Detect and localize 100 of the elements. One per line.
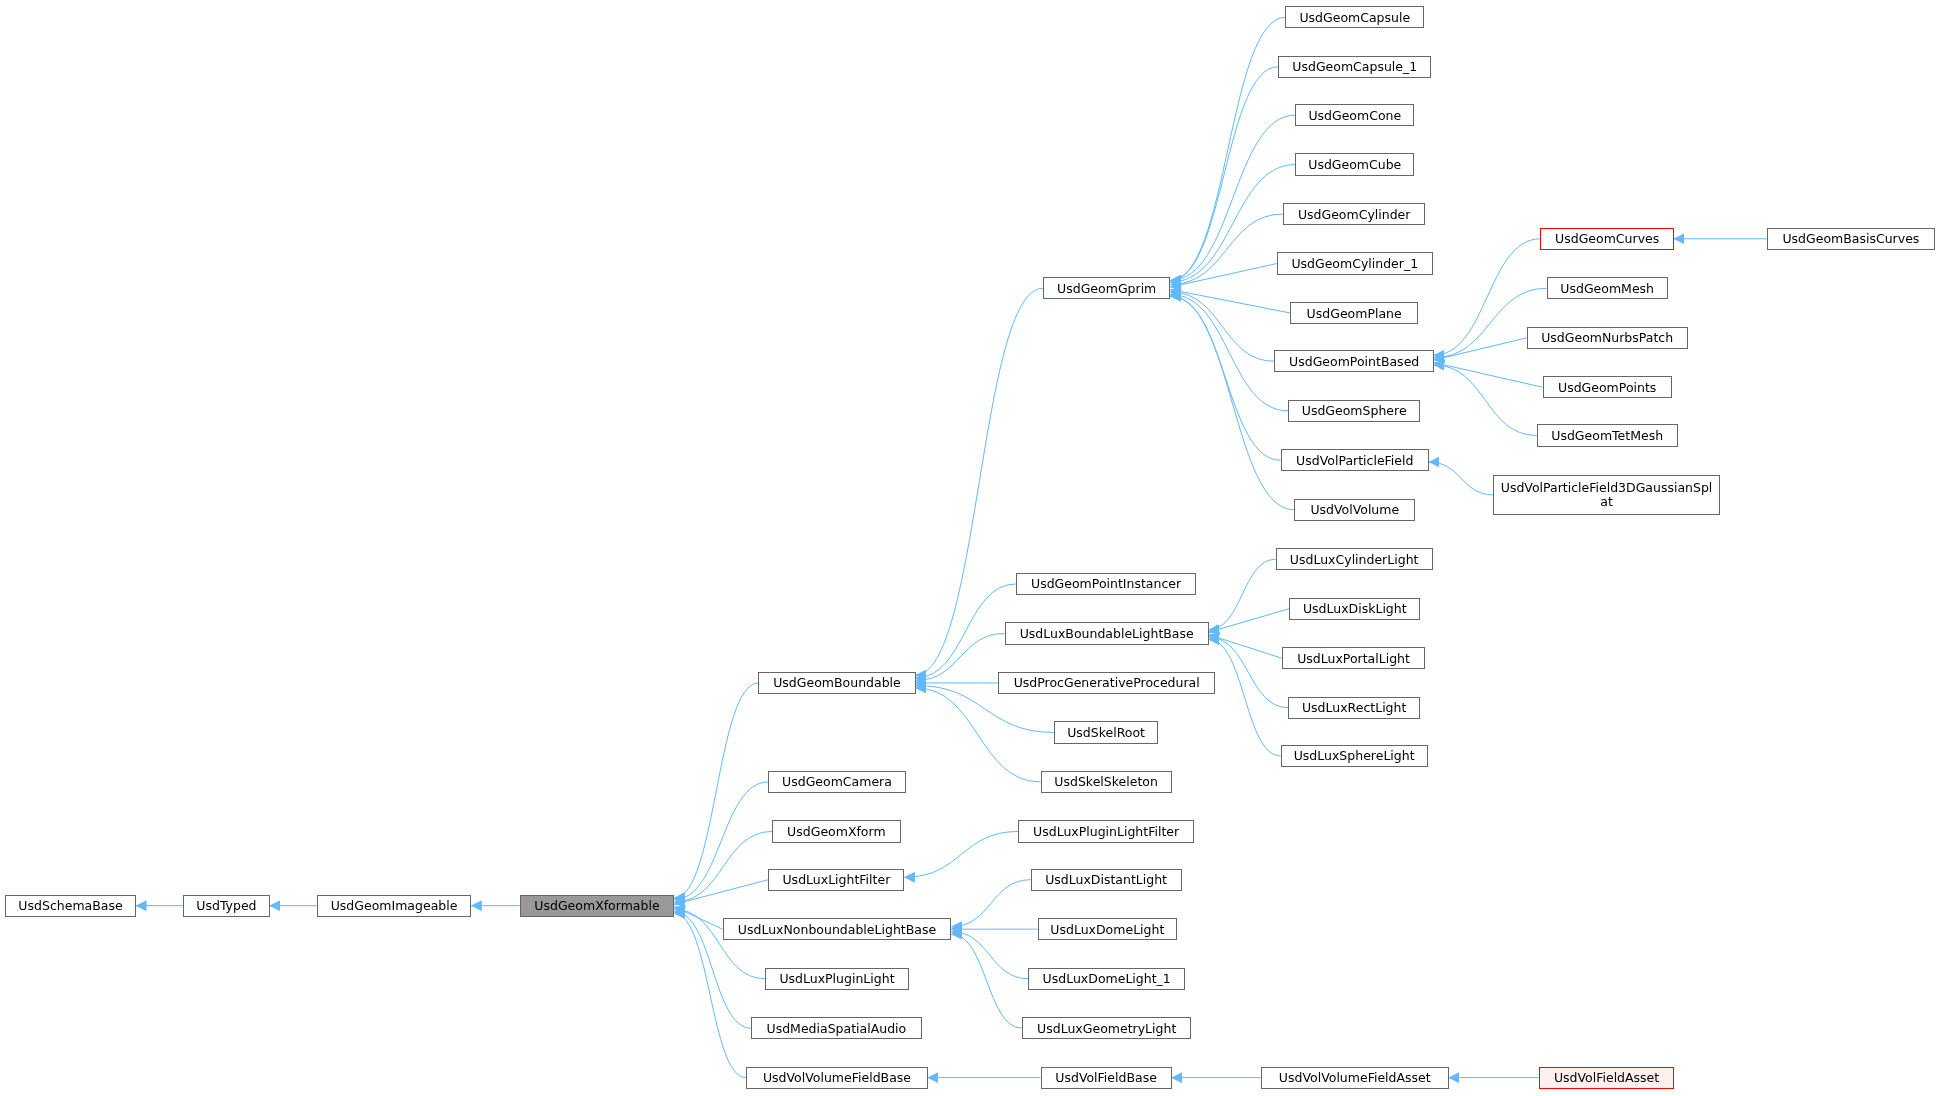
class-box <box>751 1017 922 1040</box>
class-box <box>1038 918 1177 941</box>
class-name: UsdGeomCone <box>1308 107 1402 123</box>
class-box <box>1281 647 1426 670</box>
class-box <box>1290 301 1418 325</box>
class-box <box>1015 572 1197 596</box>
class-box <box>1526 326 1688 349</box>
class-box <box>1536 424 1678 447</box>
class-box <box>1028 967 1186 990</box>
inheritance-arrow <box>269 900 318 912</box>
class-box <box>1021 1017 1192 1040</box>
class-name: UsdLuxPortalLight <box>1297 650 1410 666</box>
class-name: UsdMediaSpatialAudio <box>766 1020 907 1036</box>
inheritance-arrow <box>950 931 1023 1029</box>
inheritance-arrow <box>1428 457 1494 496</box>
class-name: UsdLuxBoundableLightBase <box>1019 625 1194 641</box>
inheritance-arrow <box>950 927 1029 980</box>
class-box <box>1276 252 1433 275</box>
class-name: UsdGeomCapsule_1 <box>1292 59 1418 75</box>
class-box <box>758 671 916 695</box>
class-name: UsdGeomPointBased <box>1289 353 1420 369</box>
inheritance-arrow <box>673 906 724 930</box>
class-box <box>1287 696 1421 719</box>
class-box <box>1289 597 1421 620</box>
class-box <box>1260 1066 1449 1089</box>
class-box <box>1040 1066 1172 1089</box>
class-box <box>768 770 906 794</box>
class-name: UsdGeomBoundable <box>773 675 901 691</box>
class-box <box>1278 55 1432 78</box>
inheritance-arrow <box>915 632 1006 685</box>
inheritance-arrow <box>915 683 1041 783</box>
class-box <box>316 894 472 917</box>
inheritance-arrow <box>1433 359 1544 388</box>
class-name: UsdLuxSphereLight <box>1293 748 1415 764</box>
class-name: UsdLuxPluginLightFilter <box>1033 823 1180 839</box>
class-name: UsdLuxDomeLight <box>1050 921 1165 937</box>
class-name: UsdGeomCylinder <box>1297 206 1411 222</box>
class-box <box>1054 721 1159 744</box>
class-name: UsdGeomTetMesh <box>1551 428 1664 443</box>
inheritance-arrow <box>673 781 769 903</box>
class-box <box>998 671 1215 695</box>
class-name: UsdGeomXformable <box>534 898 660 914</box>
class-name: UsdVolParticleField3DGaussianSplat <box>1499 480 1714 510</box>
class-name: UsdProcGenerativeProcedural <box>1013 675 1200 691</box>
class-name: UsdSkelSkeleton <box>1054 774 1158 790</box>
class-name: UsdLuxDiskLight <box>1302 601 1407 617</box>
class-box <box>768 868 905 891</box>
inheritance-arrow <box>1208 608 1290 635</box>
class-name: UsdGeomXform <box>787 823 886 839</box>
class-name: UsdVolFieldAsset <box>1553 1070 1660 1086</box>
class-box <box>1280 449 1429 472</box>
class-name: UsdGeomCurves <box>1555 231 1660 247</box>
class-name: UsdGeomPlane <box>1306 305 1402 321</box>
class-name: UsdGeomCylinder_1 <box>1291 256 1419 271</box>
class-box <box>1030 868 1182 891</box>
class-name: UsdLuxGeometryLight <box>1037 1020 1177 1036</box>
inheritance-arrow <box>673 909 752 1029</box>
inheritance-arrow <box>1433 238 1541 359</box>
class-box <box>1493 475 1720 515</box>
class-box <box>1294 498 1416 521</box>
class-box <box>519 894 675 917</box>
class-name: UsdVolVolumeFieldAsset <box>1278 1070 1431 1086</box>
class-name: UsdLuxDomeLight_1 <box>1042 971 1171 987</box>
inheritance-arrow <box>903 830 1019 883</box>
class-name: UsdGeomImageable <box>330 898 458 914</box>
inheritance-arrow <box>915 287 1044 676</box>
class-box <box>746 1066 928 1089</box>
inheritance-arrow <box>1171 1072 1262 1084</box>
inheritance-arrow <box>915 583 1017 682</box>
class-name: UsdTyped <box>196 898 257 914</box>
inheritance-arrow <box>1208 632 1283 659</box>
class-box <box>1287 399 1421 422</box>
inheritance-arrow <box>1169 290 1289 412</box>
class-name: UsdLuxLightFilter <box>782 872 891 888</box>
class-box <box>1043 277 1171 300</box>
inheritance-arrow <box>135 900 184 912</box>
class-box <box>722 918 952 941</box>
class-box <box>1546 277 1668 300</box>
class-box <box>1018 820 1194 843</box>
class-name: UsdVolParticleField <box>1296 452 1414 468</box>
class-box <box>1004 622 1209 645</box>
class-box <box>4 894 137 917</box>
class-box <box>1766 227 1936 250</box>
class-box <box>1539 1066 1674 1089</box>
inheritance-arrow <box>1448 1072 1540 1084</box>
class-name: UsdLuxRectLight <box>1301 700 1407 716</box>
class-box <box>183 894 270 917</box>
class-name: UsdGeomCube <box>1308 157 1402 173</box>
class-name: UsdLuxPluginLight <box>779 971 895 987</box>
inheritance-arrow <box>1169 293 1295 511</box>
class-name: UsdVolVolume <box>1310 502 1400 518</box>
class-name: UsdSkelRoot <box>1067 724 1145 740</box>
inheritance-arrow <box>1169 286 1291 314</box>
class-box <box>1274 350 1434 373</box>
class-name: UsdGeomMesh <box>1560 280 1655 296</box>
class-box <box>1285 6 1425 29</box>
inheritance-arrow <box>470 900 521 912</box>
class-box <box>1040 770 1172 794</box>
class-name: UsdGeomPoints <box>1558 379 1657 395</box>
class-box <box>772 820 901 843</box>
